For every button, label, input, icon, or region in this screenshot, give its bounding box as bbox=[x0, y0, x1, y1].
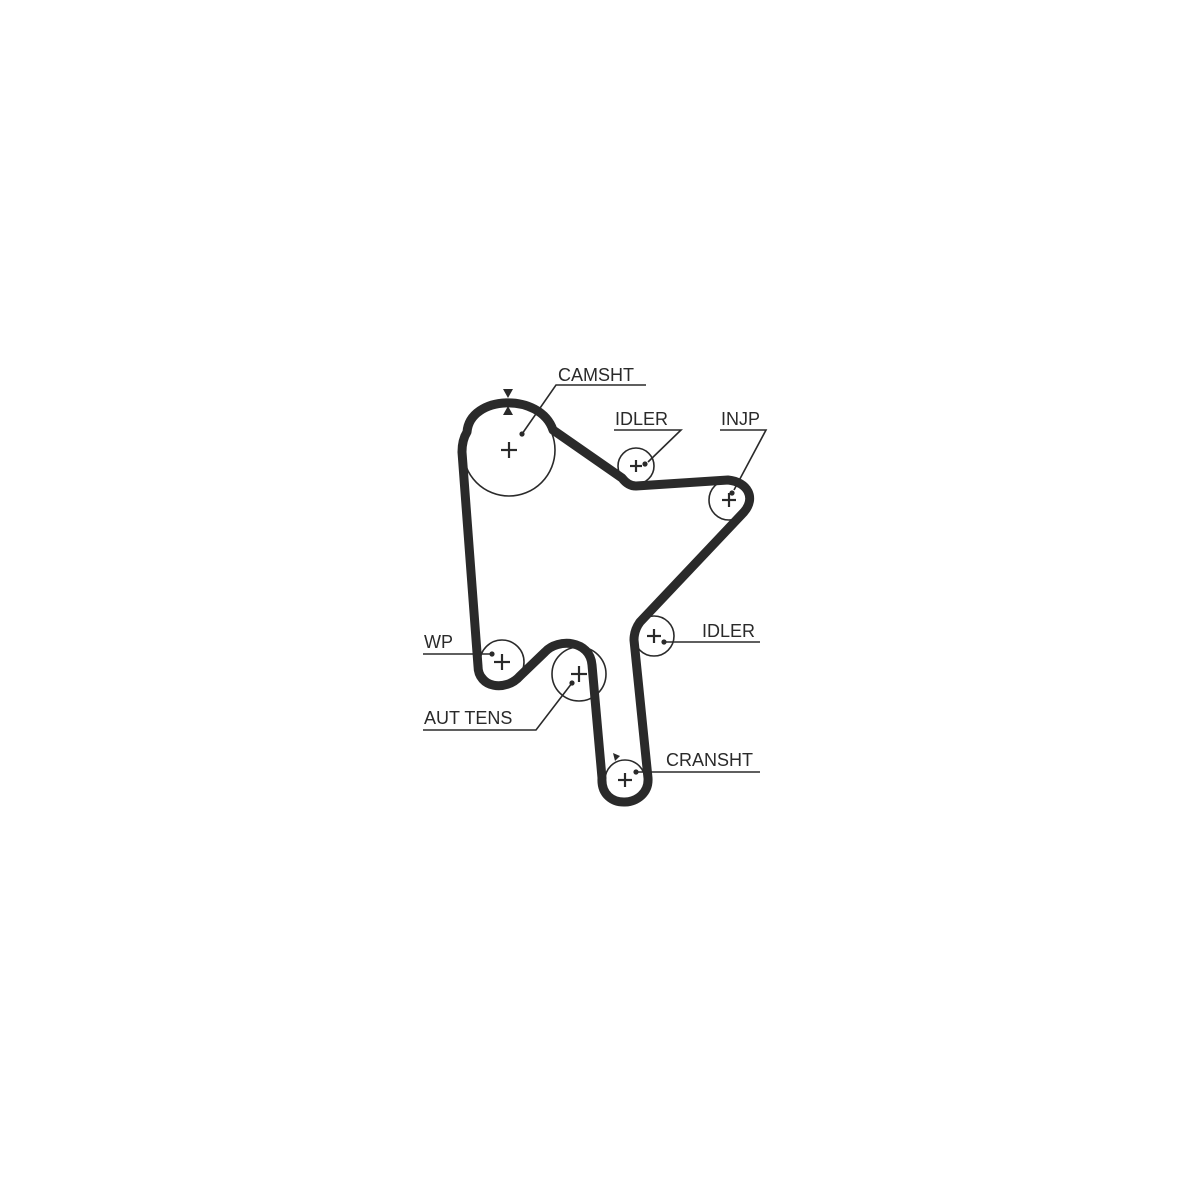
idler-top-pulley bbox=[617, 447, 655, 485]
idler-top-label: IDLER bbox=[615, 409, 668, 429]
camshaft-pulley bbox=[462, 403, 556, 497]
camshaft-label: CAMSHT bbox=[558, 365, 634, 385]
leader-lines bbox=[423, 384, 768, 775]
injection-pump-pulley bbox=[708, 479, 750, 521]
injection-pump-label: INJP bbox=[721, 409, 760, 429]
idler-mid-label: IDLER bbox=[702, 621, 755, 641]
timing-belt bbox=[457, 398, 754, 807]
crankshaft-timing-marker bbox=[613, 753, 620, 761]
camshaft-timing-marker-inner bbox=[503, 406, 513, 415]
water-pump-label: WP bbox=[424, 632, 453, 652]
crankshaft-pulley bbox=[604, 759, 646, 801]
auto-tensioner-pulley bbox=[551, 646, 607, 702]
auto-tensioner-label: AUT TENS bbox=[424, 708, 512, 728]
water-pump-pulley bbox=[479, 639, 525, 685]
camshaft-timing-marker-outer bbox=[503, 389, 513, 398]
crankshaft-label: CRANSHT bbox=[666, 750, 753, 770]
idler-mid-pulley bbox=[633, 615, 675, 657]
